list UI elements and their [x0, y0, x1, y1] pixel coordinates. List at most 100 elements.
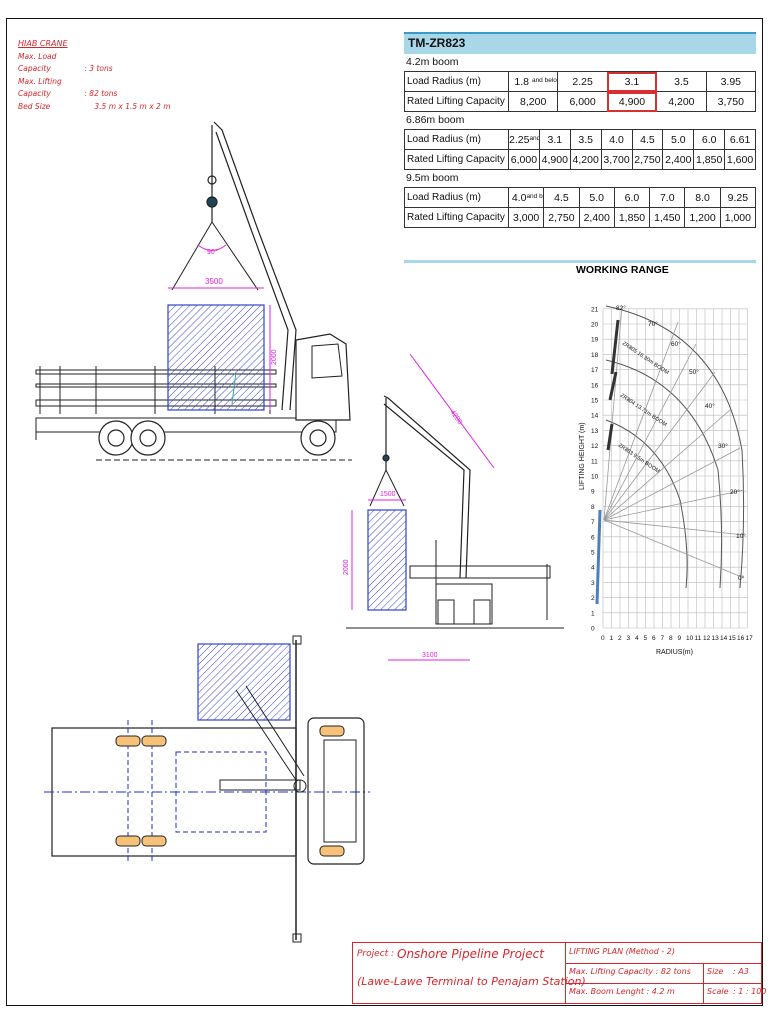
boom-label-6-86: 6.86m boom — [406, 114, 465, 126]
table-row: Rated Lifting Capacity (kg) 3,000 2,750 … — [404, 207, 757, 228]
size-value: : A3 — [733, 967, 749, 976]
angle-label-60: 60° — [671, 340, 681, 348]
side-dimensions — [168, 244, 271, 410]
y-tick-label: 2 — [591, 595, 595, 602]
working-range-title: WORKING RANGE — [576, 264, 669, 276]
y-tick-label: 5 — [591, 550, 595, 557]
x-tick-label: 1 — [610, 635, 614, 642]
x-tick-label: 16 — [737, 635, 745, 642]
rear-outrigger-beam — [409, 565, 551, 579]
spec-divider — [404, 260, 756, 263]
crane-notes: HIAB CRANE Max. Load Capacity : 3 tons M… — [18, 38, 171, 113]
plan-load-block — [197, 643, 291, 721]
plan-cab — [307, 717, 365, 865]
y-tick-label: 0 — [591, 626, 595, 633]
x-tick-label: 9 — [678, 635, 682, 642]
plan-wheels — [115, 725, 345, 857]
highlighted-capacity: 4,900 — [606, 91, 658, 112]
working-range-xlabel: RADIUS(m) — [656, 649, 693, 656]
working-range-booms — [606, 319, 620, 451]
angle-label-0: 0° — [738, 574, 745, 582]
y-tick-label: 16 — [591, 382, 599, 389]
plan-label: LIFTING PLAN (Method - 2) — [569, 947, 675, 956]
boom-label-zr804: ZR804 13.71m BOOM — [619, 393, 668, 429]
spec-title: TM-ZR823 — [404, 32, 756, 54]
title-block: Project : Onshore Pipeline Project (Lawe… — [352, 942, 766, 1004]
side-view-truck: 3500 90° 2000 — [35, 121, 352, 461]
x-tick-label: 11 — [695, 635, 702, 642]
scale-value: : 1 : 100 — [733, 987, 767, 996]
notes-row-bed: Bed Size 3.5 m x 1.5 m x 2 m — [18, 101, 171, 111]
project-line1: Onshore Pipeline Project — [397, 947, 544, 961]
y-tick-label: 18 — [591, 352, 599, 359]
table-row: Load Radius (m) 4.0and below 4.5 5.0 6.0… — [404, 187, 757, 208]
side-slings — [171, 221, 259, 291]
angle-label-10: 10° — [736, 532, 746, 540]
y-tick-label: 19 — [591, 337, 599, 344]
table-row: Rated Lifting Capacity (kg) 8,200 6,000 … — [404, 91, 757, 112]
y-tick-label: 20 — [591, 322, 599, 329]
crane-spec-tables: TM-ZR823 4.2m boom Load Radius (m) 1.8 a… — [404, 32, 757, 228]
angle-label-82: 82° — [616, 304, 626, 312]
x-tick-label: 17 — [746, 635, 754, 642]
x-tick-label: 14 — [720, 635, 728, 642]
y-tick-label: 11 — [591, 458, 598, 465]
rear-axle-frame — [435, 583, 493, 625]
y-tick-label: 9 — [591, 489, 595, 496]
notes-row-load: Max. Load Capacity : 3 tons — [18, 51, 113, 74]
bed-deck — [35, 399, 277, 407]
working-range-grid — [602, 308, 748, 629]
plan-crane-boom — [219, 685, 307, 793]
table-boom-6-86: Load Radius (m) 2.25and below 3.1 3.5 4.… — [404, 129, 756, 170]
plan-view-truck — [44, 635, 370, 943]
angle-label-50: 50° — [689, 368, 699, 376]
y-tick-label: 1 — [591, 610, 595, 617]
capacity-label: Max. Lifting Capacity : 82 tons — [569, 967, 691, 976]
angle-label-40: 40° — [705, 402, 715, 410]
angle-label-70: 70° — [648, 320, 658, 328]
table-boom-4-2: Load Radius (m) 1.8 and below 2.25 3.1 3… — [404, 71, 757, 112]
y-tick-label: 12 — [591, 443, 599, 450]
y-tick-label: 14 — [591, 413, 599, 420]
side-angle-label: 90° — [207, 248, 218, 256]
bed-rail-mid — [35, 383, 277, 388]
rear-view-truck: 1500 2000 3100 4200 — [343, 353, 564, 661]
project-label: Project : — [357, 949, 395, 959]
table-boom-9-5: Load Radius (m) 4.0and below 4.5 5.0 6.0… — [404, 187, 757, 228]
x-tick-label: 15 — [729, 635, 737, 642]
cab-window — [311, 343, 343, 379]
x-tick-label: 12 — [703, 635, 711, 642]
y-tick-label: 17 — [591, 367, 599, 374]
notes-row-lifting: Max. Lifting Capacity : 82 tons — [18, 76, 118, 99]
chassis — [35, 417, 337, 433]
scale-label: Scale — [707, 987, 729, 996]
y-tick-label: 4 — [591, 565, 595, 572]
truck-wheels — [98, 420, 336, 456]
x-tick-label: 4 — [635, 635, 639, 642]
rear-height-label: 2000 — [343, 559, 350, 575]
working-range-arcs — [605, 305, 745, 589]
x-tick-label: 3 — [627, 635, 631, 642]
drawing-frame — [6, 18, 763, 1006]
working-range-ylabel: LIFTING HEIGHT (m) — [579, 422, 586, 490]
rear-slings — [369, 469, 405, 507]
table-row: Rated Lifting Capacity (kg) 6,000 4,900 … — [404, 149, 756, 170]
side-crane-boom — [206, 121, 297, 411]
y-tick-label: 7 — [591, 519, 595, 526]
boom-label-9-5: 9.5m boom — [406, 172, 459, 184]
boom-label: Max. Boom Lenght : 4.2 m — [569, 987, 675, 996]
x-tick-label: 8 — [669, 635, 673, 642]
y-tick-label: 15 — [591, 398, 599, 405]
x-tick-label: 13 — [712, 635, 720, 642]
x-tick-label: 0 — [601, 635, 605, 642]
rear-base-label: 3100 — [422, 652, 438, 659]
rear-load-block — [367, 509, 407, 611]
angle-label-30: 30° — [718, 442, 728, 450]
rear-crane-boom — [382, 395, 471, 579]
working-range-mast — [595, 509, 602, 605]
y-tick-label: 6 — [591, 534, 595, 541]
x-tick-label: 2 — [618, 635, 622, 642]
x-tick-label: 5 — [644, 635, 648, 642]
